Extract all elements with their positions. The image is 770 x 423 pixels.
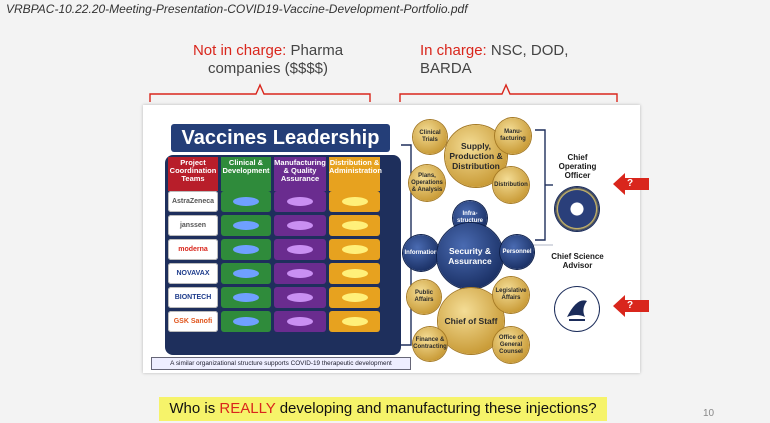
in-charge-annotation: In charge: NSC, DOD, BARDA [420,42,600,78]
column-header-clinical: Clinical & Development [221,157,271,191]
eagle-icon [567,300,587,321]
circle-clinical-trials: Clinical Trials [413,120,447,154]
distribution-cell [329,215,380,236]
question-highlight: REALLY [219,400,276,417]
oval-icon [341,293,368,302]
oval-icon [287,197,313,206]
circle-manufacturing: Manu-facturing [495,118,531,154]
oval-icon [233,269,259,278]
dod-seal-icon [555,187,599,231]
in-charge-label: In charge: [420,42,487,59]
oval-icon [287,221,313,230]
left-brace [149,83,371,102]
circle-information: Information [403,235,439,271]
slide-caption: A similar organizational structure suppo… [151,357,411,370]
manufacturing-cell [274,263,326,284]
question-mark-csa: ? [627,300,634,311]
circle-security-assurance: Security & Assurance [437,223,503,289]
manufacturing-cell [274,191,326,212]
company-logo-biontech: BIONTECH [168,287,218,308]
circle-distribution: Distribution [493,167,529,203]
clinical-cell [221,191,271,212]
document-title: VRBPAC-10.22.20-Meeting-Presentation-COV… [6,2,468,16]
manufacturing-cell [274,215,326,236]
distribution-cell [329,239,380,260]
distribution-cell [329,263,380,284]
table-row: NOVAVAX [168,263,380,284]
company-logo-gsk-sanofi: GSK Sanofi [168,311,218,332]
highlighted-question: Who is REALLY developing and manufacturi… [159,397,607,421]
company-logo-novavax: NOVAVAX [168,263,218,284]
clinical-cell [221,287,271,308]
oval-icon [233,197,259,206]
slide-title: Vaccines Leadership [171,124,390,152]
in-charge-text: NSC, DOD, BARDA [420,42,569,77]
circle-plans-operations: Plans, Operations & Analysis [409,165,445,201]
distribution-cell [329,191,380,212]
oval-icon [341,317,368,326]
oval-icon [341,269,368,278]
manufacturing-cell [274,239,326,260]
oval-icon [287,269,313,278]
column-header-project-teams: Project Coordination Teams [168,157,218,191]
role-chief-science-advisor: Chief Science Advisor [551,252,604,270]
oval-icon [341,197,368,206]
column-header-manufacturing: Manufacturing & Quality Assurance [274,157,326,191]
clinical-cell [221,215,271,236]
circle-public-affairs: Public Affairs [407,280,441,314]
table-row: GSK Sanofi [168,311,380,332]
clinical-cell [221,263,271,284]
circle-legislative-affairs: Legislative Affairs [493,277,529,313]
company-logo-astrazeneca: AstraZeneca [168,191,218,212]
distribution-cell [329,311,380,332]
table-row: BIONTECH [168,287,380,308]
embedded-slide: Vaccines Leadership Project Coordination… [143,105,649,373]
oval-icon [233,293,259,302]
oval-icon [233,317,259,326]
oval-icon [287,245,313,254]
clinical-cell [221,239,271,260]
oval-icon [341,221,368,230]
table-row: AstraZeneca [168,191,380,212]
oval-icon [287,317,313,326]
oval-icon [233,221,259,230]
right-brace [399,83,618,102]
page-number: 10 [703,408,715,419]
red-arrow-icon [613,173,649,195]
not-in-charge-text: Pharma companies ($$$$) [207,42,344,77]
company-logo-janssen: janssen [168,215,218,236]
not-in-charge-annotation: Not in charge: Pharma companies ($$$$) [168,42,368,78]
hhs-seal-icon [555,287,599,331]
clinical-cell [221,311,271,332]
table-row: janssen [168,215,380,236]
question-mark-coo: ? [627,178,634,189]
circle-general-counsel: Office of General Counsel [493,327,529,363]
manufacturing-cell [274,311,326,332]
circle-personnel: Personnel [500,235,534,269]
column-header-distribution: Distribution & Administration [329,157,382,191]
distribution-cell [329,287,380,308]
not-in-charge-label: Not in charge: [192,42,287,59]
role-chief-operating-officer: Chief Operating Officer [558,153,597,180]
connector-lines [401,129,553,346]
oval-icon [341,245,368,254]
manufacturing-cell [274,287,326,308]
company-logo-moderna: moderna [168,239,218,260]
circle-finance-contracting: Finance & Contracting [413,327,447,361]
table-row: moderna [168,239,380,260]
red-arrow-icon [613,295,649,317]
question-post: developing and manufacturing these injec… [275,400,597,417]
oval-icon [233,245,259,254]
oval-icon [287,293,313,302]
question-pre: Who is [169,400,220,417]
